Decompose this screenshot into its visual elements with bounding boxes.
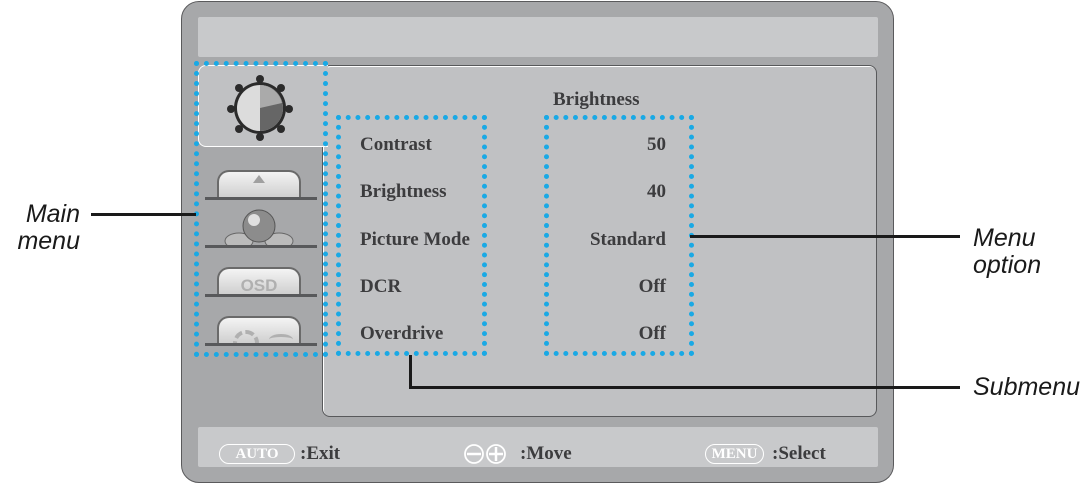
submenu-header-title: Brightness xyxy=(553,89,640,110)
menu-shelf xyxy=(205,343,317,346)
image-setup-icon xyxy=(217,170,301,197)
menu-shelf xyxy=(205,294,317,297)
main-menu-leader-line xyxy=(91,213,196,216)
main-menu-item-image-setup[interactable] xyxy=(217,170,301,197)
extra-settings-icon xyxy=(217,316,301,343)
option-value-overdrive: Off xyxy=(638,323,666,344)
submenu-highlight xyxy=(336,115,487,356)
main-menu-highlight xyxy=(194,61,328,357)
callout-menu-option-line2: option xyxy=(973,251,1042,279)
submenu-leader-vertical xyxy=(409,355,412,389)
callout-menu-option-line1: Menu xyxy=(973,224,1036,252)
submenu-item-overdrive[interactable]: Overdrive xyxy=(360,323,444,344)
option-value-contrast: 50 xyxy=(647,134,666,155)
option-value-picture-mode: Standard xyxy=(589,229,666,250)
brightness-knob-icon xyxy=(227,75,293,141)
submenu-leader-line xyxy=(409,386,960,389)
minus-plus-keys-icon xyxy=(464,444,506,464)
menu-key-icon: MENU xyxy=(705,444,764,464)
menu-shelf xyxy=(205,197,317,200)
submenu-item-contrast[interactable]: Contrast xyxy=(360,134,432,155)
menu-option-highlight xyxy=(544,115,694,356)
submenu-panel xyxy=(322,65,877,417)
move-label: :Move xyxy=(520,443,572,464)
menu-option-leader-line xyxy=(690,235,960,238)
osd-title-bar xyxy=(198,17,878,57)
option-value-dcr: Off xyxy=(638,276,666,297)
osd-setup-icon: OSD xyxy=(217,267,301,294)
auto-exit-label: :Exit xyxy=(300,443,341,464)
callout-menu-option: Menu option xyxy=(973,225,1041,279)
submenu-item-dcr[interactable]: DCR xyxy=(360,276,402,297)
submenu-item-picture-mode[interactable]: Picture Mode xyxy=(360,229,470,250)
menu-shelf xyxy=(205,245,317,248)
callout-main-menu-line2: menu xyxy=(17,227,80,255)
option-value-brightness: 40 xyxy=(647,181,666,202)
osd-footer xyxy=(198,427,878,467)
auto-key-icon: AUTO xyxy=(219,444,295,464)
main-menu-item-extra[interactable] xyxy=(217,316,301,343)
callout-main-menu: Main menu xyxy=(10,201,80,255)
callout-submenu: Submenu xyxy=(973,373,1081,401)
submenu-item-brightness[interactable]: Brightness xyxy=(360,181,447,202)
select-label: :Select xyxy=(772,443,826,464)
main-menu-item-osd[interactable]: OSD xyxy=(217,267,301,294)
callout-main-menu-line1: Main xyxy=(25,200,80,228)
